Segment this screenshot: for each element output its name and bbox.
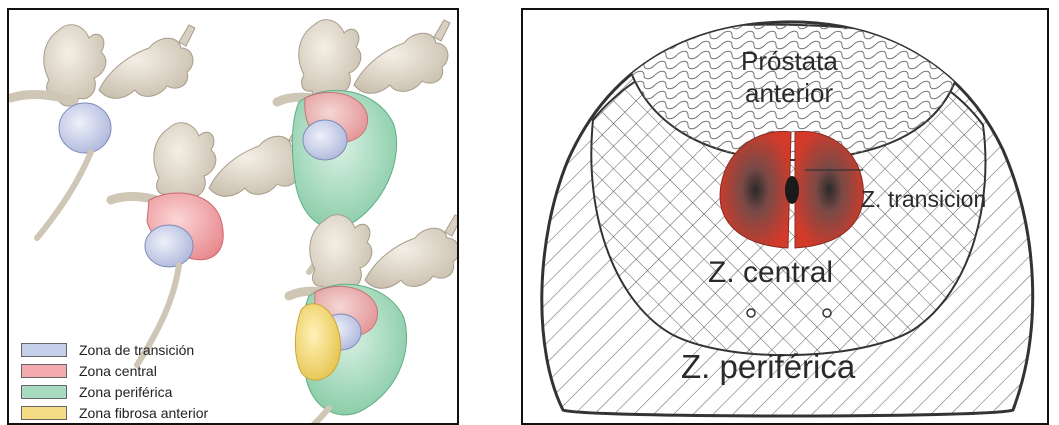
stage-2-central-zone bbox=[111, 123, 305, 365]
legend-item-transition: Zona de transición bbox=[21, 340, 208, 360]
legend-item-central: Zona central bbox=[21, 361, 208, 381]
legend-label-peripheral: Zona periférica bbox=[79, 384, 172, 400]
zone-legend: Zona de transición Zona central Zona per… bbox=[21, 340, 208, 424]
label-transition-zone: Z. transicion bbox=[861, 186, 986, 213]
label-peripheral-zone: Z. periférica bbox=[681, 348, 855, 386]
prostate-cross-section-panel: Próstata anterior Z. transicion Z. centr… bbox=[521, 8, 1049, 425]
legend-swatch-transition bbox=[21, 343, 67, 357]
legend-swatch-fibrous-anterior bbox=[21, 406, 67, 420]
legend-item-fibrous-anterior: Zona fibrosa anterior bbox=[21, 403, 208, 423]
legend-label-central: Zona central bbox=[79, 363, 157, 379]
prostate-zones-illustration-panel: Zona de transición Zona central Zona per… bbox=[7, 8, 459, 425]
ejaculatory-duct-left bbox=[747, 309, 755, 317]
legend-swatch-central bbox=[21, 364, 67, 378]
label-anterior-prostate-line2: anterior bbox=[745, 78, 833, 109]
legend-label-fibrous-anterior: Zona fibrosa anterior bbox=[79, 405, 208, 421]
label-anterior-prostate-line1: Próstata bbox=[741, 46, 838, 77]
legend-swatch-peripheral bbox=[21, 385, 67, 399]
label-central-zone: Z. central bbox=[708, 256, 833, 290]
ejaculatory-duct-right bbox=[823, 309, 831, 317]
legend-label-transition: Zona de transición bbox=[79, 342, 194, 358]
legend-item-peripheral: Zona periférica bbox=[21, 382, 208, 402]
stage-4-fibromuscular-zone bbox=[289, 215, 459, 425]
